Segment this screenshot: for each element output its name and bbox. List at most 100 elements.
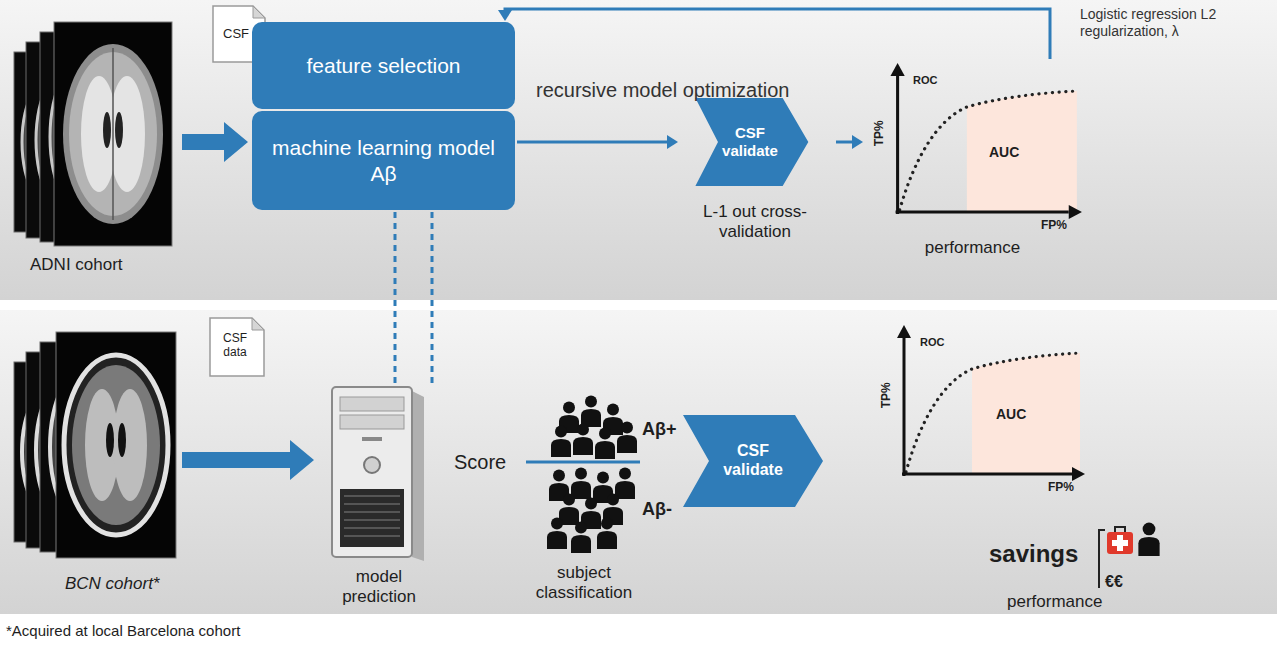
white-matter [113, 389, 147, 501]
drive-slot [362, 437, 382, 441]
auc-area [972, 353, 1080, 474]
ventricle [115, 112, 123, 148]
chevron-shape [683, 415, 823, 507]
footnote: *Acquired at local Barcelona cohort [6, 622, 240, 640]
method-label: L-1 out cross-validation [680, 202, 830, 243]
savings-panel: savings€€performance [985, 518, 1180, 614]
ventricle [106, 423, 114, 457]
document-fold [253, 6, 265, 18]
performance-label: performance [1007, 592, 1102, 612]
chevron-label: CSF validate [713, 441, 793, 479]
currency-label: €€ [1105, 572, 1123, 591]
block-arrow [182, 122, 248, 162]
axis-head [897, 325, 911, 338]
box-label: feature selection [306, 53, 460, 78]
classification-label: subject classification [528, 563, 640, 604]
feedback-line [505, 9, 1050, 59]
connector [395, 212, 396, 383]
axis-label: TP% [879, 377, 893, 413]
image-stack: ADNI cohort [10, 15, 178, 287]
connector [498, 9, 1050, 59]
auc-label: AUC [989, 144, 1019, 161]
axis-label: FP% [1048, 480, 1074, 494]
image-stack: BCN cohort* [10, 322, 178, 602]
connector [517, 135, 678, 149]
chevron-shape [695, 98, 808, 186]
medical-kit [1107, 532, 1133, 554]
ventricle [118, 423, 126, 457]
person-icon [595, 428, 615, 460]
chart-title: ROC [920, 336, 944, 349]
computer: model prediction [318, 385, 444, 610]
performance-label: performance [865, 238, 1080, 258]
validate-chevron: CSF validateL-1 out cross-validation [680, 98, 834, 248]
dashed-link [431, 212, 434, 383]
connector [182, 440, 314, 480]
block-arrow [182, 440, 314, 480]
score-threshold [526, 461, 640, 464]
person-icon [581, 396, 601, 428]
document-label: CSF data [215, 331, 255, 360]
connector [182, 122, 248, 162]
arrowhead [667, 135, 678, 149]
person-icon [1138, 523, 1159, 556]
drive-bay [340, 397, 404, 411]
drive-bay [340, 415, 404, 429]
computer-tower [318, 385, 440, 563]
chevron [683, 415, 823, 507]
connector-line [517, 141, 668, 144]
person-icon [615, 468, 635, 500]
computer-label: model prediction [318, 567, 440, 608]
kit-cross [1112, 540, 1128, 546]
section-title: recursive model optimization [536, 78, 789, 102]
connector-line [836, 141, 853, 144]
bracket [1099, 530, 1105, 588]
vent [344, 527, 400, 529]
cohort-label: ADNI cohort [30, 255, 123, 275]
connector [432, 212, 433, 383]
edge-label: Logistic regression L2 regularization, λ [1080, 6, 1230, 40]
axis-label: FP% [1041, 218, 1067, 232]
tower-side [412, 391, 424, 561]
dashed-link [394, 212, 397, 383]
vent [344, 511, 400, 513]
person-icon [571, 468, 591, 500]
arrowhead [498, 10, 512, 21]
process-box: feature selection [252, 22, 515, 109]
x-axis [896, 211, 1069, 214]
power-button [364, 457, 380, 473]
brain-skull [63, 44, 163, 224]
roc-curve [900, 91, 1077, 210]
csf-document: CSF data [210, 318, 264, 376]
vent-panel [340, 489, 404, 547]
subject-classification: ScoreAβ+Aβ-subject classification [450, 395, 681, 610]
person-icon [551, 426, 571, 458]
person-icon [547, 518, 567, 550]
class-label: Aβ- [642, 499, 672, 521]
axis-head [1072, 467, 1085, 481]
validate-chevron: CSF validate [683, 415, 823, 507]
mri-frame [56, 332, 176, 558]
person-icon [571, 522, 591, 554]
brain-skull [64, 355, 168, 535]
auc-label: AUC [996, 406, 1026, 423]
ventricle [103, 112, 111, 148]
x-axis [902, 473, 1072, 476]
class-label: Aβ+ [642, 419, 677, 441]
vent [344, 535, 400, 537]
roc-chart: ROC AUC TP% FP% [872, 322, 1087, 522]
axis-label: TP% [872, 115, 886, 151]
mri-frame [54, 22, 172, 246]
document-shape [210, 318, 264, 376]
person-icon [617, 422, 637, 454]
arrowhead [852, 135, 863, 149]
mri-stack [14, 332, 176, 558]
white-matter [109, 76, 145, 192]
vent [344, 503, 400, 505]
mri-stack [14, 22, 172, 246]
axis-head [890, 63, 904, 76]
y-axis [896, 74, 899, 214]
chart-title: ROC [913, 74, 937, 87]
y-axis [903, 336, 906, 476]
